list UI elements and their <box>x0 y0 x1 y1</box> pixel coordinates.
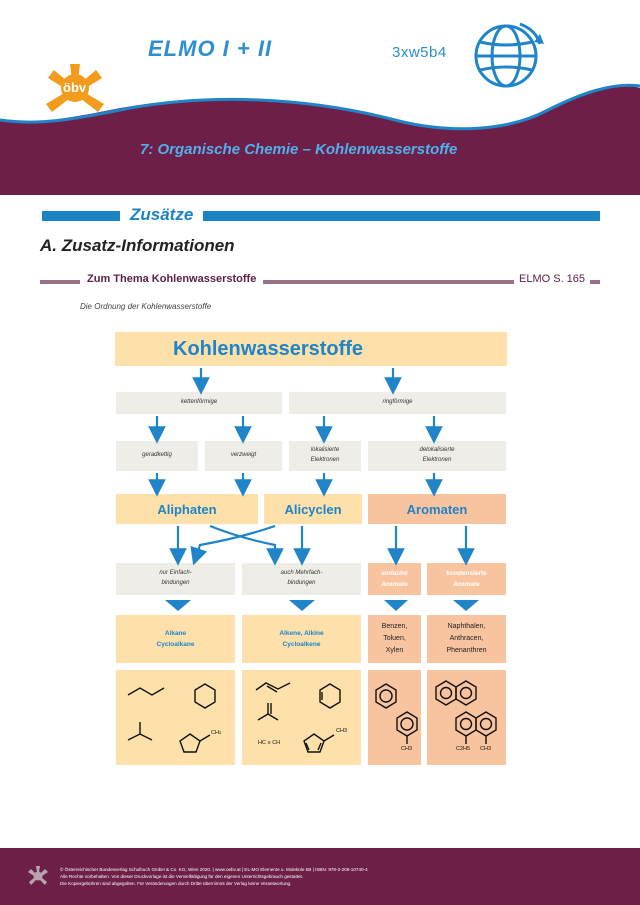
example-naphthalen: Naphthalen, Anthracen, Phenanthren <box>427 615 506 663</box>
topic-divider <box>40 280 600 284</box>
globe-icon <box>474 22 544 88</box>
topic-reference: ELMO S. 165 <box>514 273 591 285</box>
node-kettenfoermige: kettenförmige <box>116 392 282 414</box>
diagram-caption: Die Ordnung der Kohlenwasserstoffe <box>80 302 212 311</box>
footer-line: Die Kopiergebühren sind abgegolten. Für … <box>60 881 292 887</box>
node-geradkettig: geradkettig <box>116 441 198 471</box>
label-methyl-a: CH3 <box>211 730 222 736</box>
class-aromaten: Aromaten <box>368 494 506 524</box>
class-alicyclen: Alicyclen <box>264 494 362 524</box>
footer-line: © Österreichischer Bundesverlag Schulbuc… <box>60 867 368 872</box>
node-delokalisierte-elektronen: delokalisierte Elektronen <box>368 441 506 471</box>
footer-bar <box>0 848 640 905</box>
label-methyl-d: CH3 <box>480 746 492 752</box>
root-node: Kohlenwasserstoffe <box>115 332 507 366</box>
structures-benzen-panel <box>368 670 421 765</box>
footer-text: © Österreichischer Bundesverlag Schulbuc… <box>60 866 368 887</box>
example-benzen: Benzen, Toluen, Xylen <box>368 615 421 663</box>
bond-nur-einfach: nur Einfach-bindungen <box>116 563 235 595</box>
example-alkane: Alkane Cycloalkane <box>116 615 235 663</box>
structures-alkane-panel <box>116 670 235 765</box>
label-ethyne: HC ≡ CH <box>258 740 281 746</box>
bond-einfache-aromate: einfache Aromate <box>368 563 421 595</box>
app-title: ELMO I + II <box>148 36 273 61</box>
label-methyl-b: CH3 <box>336 728 348 734</box>
node-ringfoermige: ringförmige <box>289 392 506 414</box>
section-label: Zusätze <box>120 205 204 225</box>
label-methyl-c: CH3 <box>401 746 413 752</box>
footer-logo-icon <box>28 866 48 885</box>
structures-naphthalen-panel <box>427 670 506 765</box>
header-banner <box>0 0 640 195</box>
label-ethyl: C2H5 <box>456 746 471 752</box>
example-alkene: Alkene, Alkine Cycloalkene <box>242 615 361 663</box>
chapter-title: 7: Organische Chemie – Kohlenwasserstoff… <box>140 141 458 158</box>
section-bar <box>42 211 600 221</box>
node-verzweigt: verzweigt <box>205 441 282 471</box>
bond-kondensierte-aromate: kondensierte Aromate <box>427 563 506 595</box>
page-heading: A. Zusatz-Informationen <box>40 236 235 255</box>
class-aliphaten: Aliphaten <box>116 494 258 524</box>
footer-line: Alle Rechte vorbehalten. Von dieser Druc… <box>60 874 304 880</box>
oebv-logo <box>46 64 104 112</box>
logo-text: öbv <box>63 80 87 95</box>
topic-label: Zum Thema Kohlenwasserstoffe <box>80 273 264 285</box>
node-lokalisierte-elektronen: lokalisierte Elektronen <box>289 441 361 471</box>
access-code: 3xw5b4 <box>392 44 447 61</box>
bond-auch-mehrfach: auch Mehrfach-bindungen <box>242 563 361 595</box>
